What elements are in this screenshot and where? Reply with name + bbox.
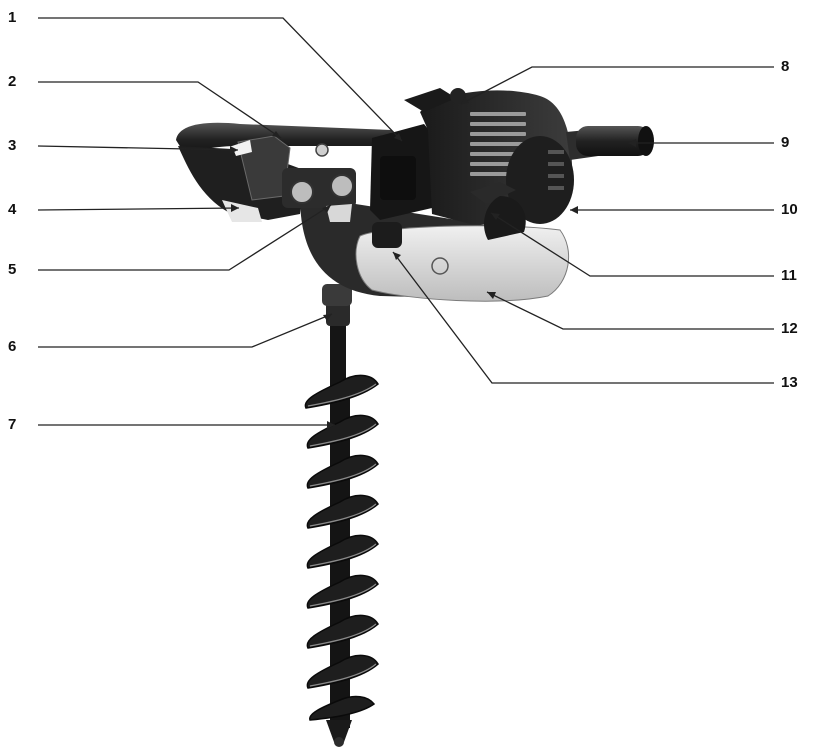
callout-9: 9 — [781, 134, 790, 151]
gearbox-assembly — [300, 196, 570, 302]
arrowhead-12 — [487, 292, 496, 299]
recoil-starter-housing — [506, 136, 574, 224]
arrowhead-9 — [628, 139, 636, 147]
leader-line-8 — [460, 66, 774, 105]
arrowhead-1 — [394, 133, 402, 141]
callout-5: 5 — [8, 261, 17, 278]
pilot-point — [334, 737, 344, 747]
leader-line-11 — [490, 212, 774, 277]
tank-logo-icon — [431, 257, 449, 275]
arrowhead-4 — [231, 204, 239, 212]
leader-arrowheads — [230, 97, 636, 429]
callout-12: 12 — [781, 320, 798, 337]
callout-4: 4 — [8, 201, 17, 218]
arrowhead-2 — [272, 131, 281, 138]
auger-bit — [304, 284, 379, 747]
callout-3: 3 — [8, 137, 17, 154]
leader-line-5 — [38, 204, 332, 271]
leader-line-1 — [38, 17, 403, 142]
fuel-tank — [355, 225, 570, 302]
auger-shaft — [330, 318, 346, 388]
leader-lines — [37, 17, 774, 426]
arrowhead-13 — [393, 252, 401, 260]
callout-1: 1 — [8, 9, 17, 26]
callout-6: 6 — [8, 338, 17, 355]
right-handle — [566, 126, 654, 160]
callout-8: 8 — [781, 58, 790, 75]
spark-plug-cap — [404, 88, 456, 112]
throttle-lock-tab — [232, 140, 252, 156]
starter-vents — [548, 150, 564, 190]
handle-screw — [315, 143, 329, 157]
starter-handle — [470, 182, 516, 204]
fuel-cap — [372, 222, 402, 248]
handle-bar-top — [176, 122, 396, 156]
clamp-bolt-left — [290, 180, 314, 204]
output-shaft — [322, 284, 352, 306]
leader-line-12 — [486, 291, 774, 330]
callout-11: 11 — [781, 267, 797, 284]
callout-10: 10 — [781, 201, 798, 218]
auger-tip — [326, 720, 352, 742]
right-grip — [576, 126, 650, 156]
stop-switch-bracket — [326, 204, 352, 222]
leader-line-6 — [38, 313, 333, 348]
arrowhead-10 — [570, 206, 578, 214]
shaft-coupling — [326, 300, 350, 326]
callout-2: 2 — [8, 73, 17, 90]
arrowhead-8 — [461, 97, 469, 104]
auger-flighting — [304, 374, 379, 721]
engine-block — [370, 88, 574, 240]
choke-knob — [450, 88, 466, 104]
leader-line-3 — [37, 145, 239, 151]
callout-13: 13 — [781, 374, 798, 391]
callout-7: 7 — [8, 416, 17, 433]
arrowhead-11 — [491, 213, 500, 220]
leader-line-4 — [37, 207, 240, 211]
clamp-bolt-right — [330, 174, 354, 198]
flighting-highlights — [307, 383, 377, 687]
arrowhead-7 — [327, 421, 335, 429]
leader-line-13 — [392, 251, 774, 384]
leader-line-2 — [38, 81, 282, 139]
arrowhead-6 — [323, 314, 332, 321]
arrowhead-3 — [230, 146, 238, 154]
arrowhead-5 — [322, 205, 331, 213]
